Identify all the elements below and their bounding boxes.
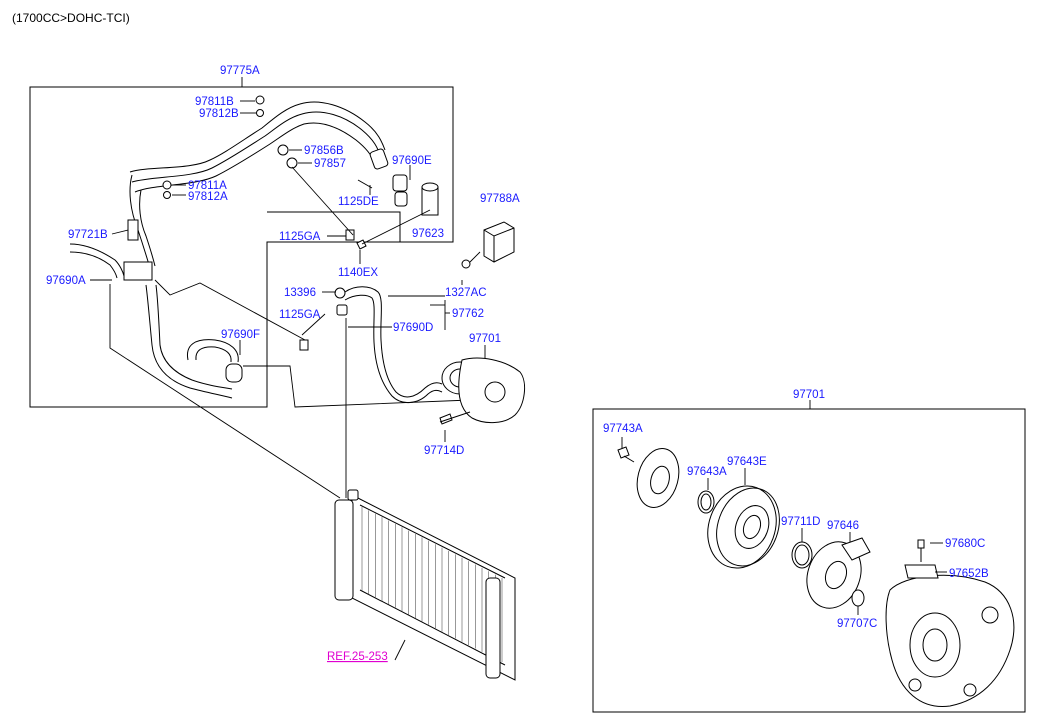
label-97690A[interactable]: 97690A bbox=[46, 275, 86, 287]
hose-assembly-frame bbox=[29, 77, 454, 408]
label-1140EX[interactable]: 1140EX bbox=[338, 267, 378, 279]
label-97701-detail[interactable]: 97701 bbox=[793, 389, 825, 401]
engine-spec-title: (1700CC>DOHC-TCI) bbox=[12, 11, 130, 25]
condenser-drawing bbox=[334, 489, 516, 681]
label-1327AC[interactable]: 1327AC bbox=[445, 287, 487, 299]
label-97811A[interactable]: 97811A bbox=[188, 180, 227, 192]
label-97812B[interactable]: 97812B bbox=[199, 108, 239, 120]
compressor-detail-frame bbox=[592, 400, 1026, 713]
label-97711D[interactable]: 97711D bbox=[781, 516, 820, 528]
label-97707C[interactable]: 97707C bbox=[837, 618, 877, 630]
compressor-drawing bbox=[439, 357, 526, 425]
label-97721B[interactable]: 97721B bbox=[68, 229, 108, 241]
label-97811B[interactable]: 97811B bbox=[195, 96, 234, 108]
suction-hose-drawing bbox=[69, 95, 439, 399]
discharge-hose-drawing bbox=[334, 286, 443, 403]
label-97646[interactable]: 97646 bbox=[827, 520, 859, 532]
label-97701-main[interactable]: 97701 bbox=[469, 333, 501, 345]
label-13396[interactable]: 13396 bbox=[284, 287, 316, 299]
label-97762[interactable]: 97762 bbox=[452, 308, 484, 320]
compressor-exploded-drawing bbox=[617, 437, 1015, 707]
label-97643E[interactable]: 97643E bbox=[727, 456, 767, 468]
label-97775A[interactable]: 97775A bbox=[220, 65, 260, 77]
label-97680C[interactable]: 97680C bbox=[945, 538, 985, 550]
label-97690F[interactable]: 97690F bbox=[221, 329, 260, 341]
label-97856B[interactable]: 97856B bbox=[304, 145, 344, 157]
leader-lines bbox=[90, 100, 486, 499]
label-1125GA-upper[interactable]: 1125GA bbox=[279, 231, 321, 243]
label-97643A[interactable]: 97643A bbox=[687, 466, 727, 478]
label-97690E[interactable]: 97690E bbox=[392, 155, 432, 167]
label-97652B[interactable]: 97652B bbox=[949, 568, 989, 580]
label-97743A[interactable]: 97743A bbox=[603, 423, 643, 435]
label-1125DE[interactable]: 1125DE bbox=[338, 196, 379, 208]
part-labels: 97775A 97811B 97812B 97856B 97857 97690E… bbox=[46, 65, 989, 663]
label-1125GA-lower[interactable]: 1125GA bbox=[279, 309, 321, 321]
label-97714D[interactable]: 97714D bbox=[424, 445, 464, 457]
label-97788A[interactable]: 97788A bbox=[480, 193, 520, 205]
label-97690D[interactable]: 97690D bbox=[393, 322, 433, 334]
label-97857[interactable]: 97857 bbox=[314, 158, 346, 170]
receiver-cover-drawing bbox=[461, 221, 515, 269]
label-97623[interactable]: 97623 bbox=[412, 228, 444, 240]
label-97812A[interactable]: 97812A bbox=[188, 191, 228, 203]
reference-link[interactable]: REF.25-253 bbox=[327, 651, 388, 663]
